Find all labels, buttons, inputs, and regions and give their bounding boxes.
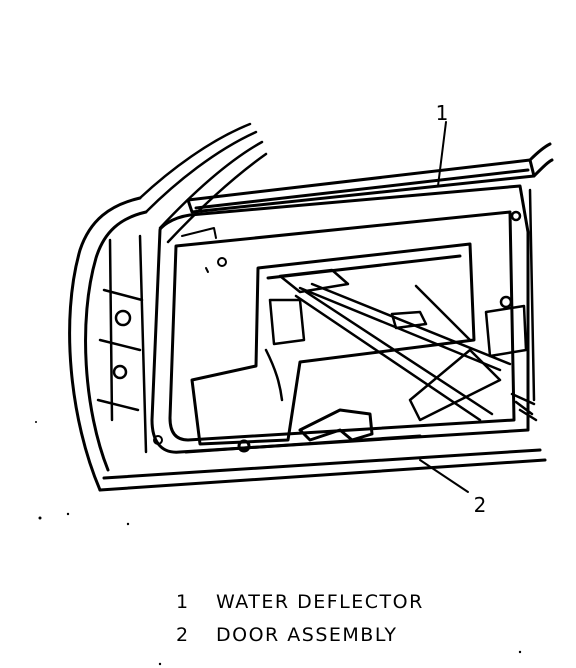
water-deflector [186,142,554,214]
callout-2-leader [419,459,469,493]
legend: 1 WATER DEFLECTOR 2 DOOR ASSEMBLY [176,586,424,652]
panel-details [153,227,227,445]
callout-1-leader [437,121,447,187]
legend-label: DOOR ASSEMBLY [216,624,398,646]
latch-area [484,188,538,422]
callout-2-number: 2 [474,493,487,517]
legend-item: 1 WATER DEFLECTOR [176,586,424,619]
window-regulator [264,268,512,422]
callout-2: 2 [419,459,487,517]
legend-item: 2 DOOR ASSEMBLY [176,619,424,652]
scan-specks [35,421,522,666]
lower-bracket [184,408,422,454]
callout-1-number: 1 [436,101,449,125]
window-frame [138,122,268,244]
legend-label: WATER DEFLECTOR [216,591,424,613]
inner-panel [150,184,530,454]
hinge-pillar [96,234,148,454]
door-outer-shell [68,196,547,492]
callout-1: 1 [436,101,449,187]
legend-number: 2 [176,624,190,646]
legend-number: 1 [176,591,190,613]
